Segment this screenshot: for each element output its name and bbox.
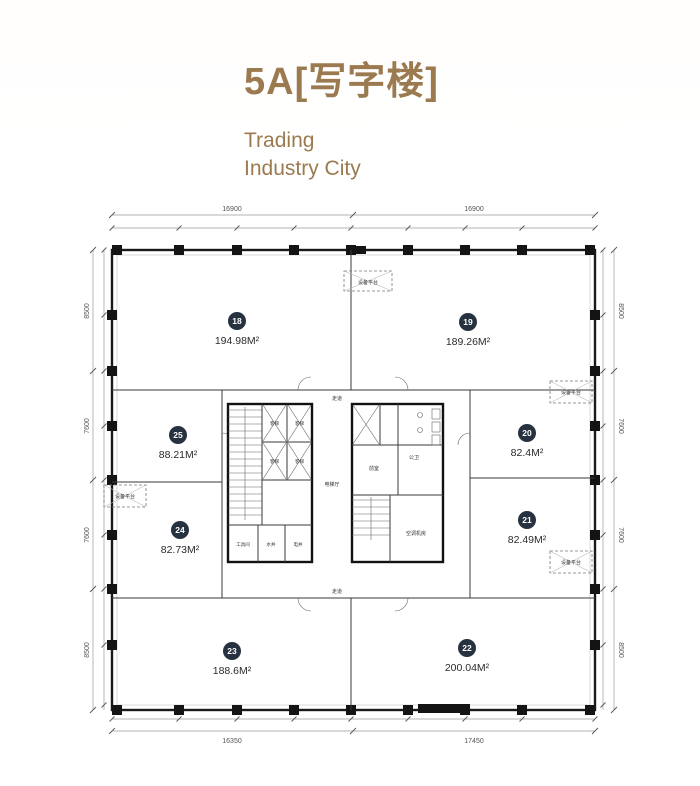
svg-text:设备平台: 设备平台 — [561, 389, 581, 396]
unit-25-number: 25 — [173, 430, 183, 440]
unit-23-number: 23 — [227, 646, 237, 656]
svg-text:设备平台: 设备平台 — [358, 279, 378, 286]
unit-25: 25 88.21M² — [159, 426, 198, 461]
dimension-lines: 16900 16900 16350 17450 — [84, 206, 624, 745]
unit-22-area: 200.04M² — [445, 662, 490, 674]
svg-text:设备平台: 设备平台 — [115, 493, 135, 500]
title-block: 5A[写字楼] Trading Industry City — [244, 50, 439, 184]
fire-elevator-cross — [352, 404, 380, 445]
dim-right-2: 7600 — [617, 418, 624, 434]
unit-18-number: 18 — [232, 316, 242, 326]
equipment-platforms: 设备平台 设备平台 设备平台 设备平台 — [103, 270, 593, 574]
unit-21: 21 82.49M² — [508, 511, 547, 546]
page-title: 5A[写字楼] — [244, 61, 439, 103]
unit-22-number: 22 — [462, 643, 472, 653]
dim-left-4: 8500 — [84, 642, 91, 658]
bottom-bay-ticks — [109, 716, 598, 722]
dim-top-right: 16900 — [464, 206, 484, 213]
unit-20-area: 82.4M² — [511, 447, 544, 459]
elevator-hall-label: 电梯厅 — [324, 481, 339, 488]
interior-walls — [112, 250, 595, 710]
unit-19: 19 189.26M² — [446, 313, 491, 348]
unit-badges: 18 194.98M² 19 189.26M² 20 82.4M² 21 82.… — [159, 312, 547, 677]
right-bay-ticks — [600, 247, 606, 708]
unit-19-number: 19 — [463, 317, 473, 327]
unit-20: 20 82.4M² — [511, 424, 544, 459]
subtitle-line-2: Industry City — [244, 157, 361, 181]
unit-23: 23 188.6M² — [213, 642, 252, 677]
unit-18: 18 194.98M² — [215, 312, 260, 347]
dim-left-3: 7600 — [84, 527, 91, 543]
dim-left-1: 8500 — [84, 303, 91, 319]
right-tower-partitions — [352, 404, 443, 562]
equipment-platform-top: 设备平台 — [343, 270, 393, 292]
equipment-platform-right-upper: 设备平台 — [549, 380, 593, 404]
unit-18-area: 194.98M² — [215, 335, 260, 347]
toilet-fixtures — [417, 408, 441, 446]
top-wall-solid-segment — [346, 246, 366, 254]
unit-24-number: 24 — [175, 525, 185, 535]
unit-22: 22 200.04M² — [445, 639, 490, 674]
tool-room-label: 工具间 — [236, 541, 250, 548]
floor-plan: 16900 16900 16350 17450 — [84, 206, 624, 745]
subtitle-line-1: Trading — [244, 129, 315, 152]
unit-20-number: 20 — [522, 428, 532, 438]
bottom-wall-solid-segment — [418, 704, 470, 713]
unit-19-area: 189.26M² — [446, 336, 491, 348]
elevator-label-4: 客梯 — [295, 458, 304, 465]
elevator-label-1: 客梯 — [270, 420, 279, 427]
unit-24: 24 82.73M² — [161, 521, 200, 556]
equipment-platform-left: 设备平台 — [103, 484, 147, 508]
elevator-cross-marks — [262, 404, 312, 480]
elevator-label-3: 客梯 — [270, 458, 279, 465]
unit-23-area: 188.6M² — [213, 665, 252, 677]
ac-room-label: 空调机房 — [406, 530, 426, 537]
left-bay-ticks — [101, 247, 107, 708]
dim-right-4: 8500 — [617, 642, 624, 658]
dim-right-3: 7600 — [617, 527, 624, 543]
dim-bottom-left: 16350 — [222, 738, 242, 745]
top-bay-ticks — [109, 225, 598, 231]
equipment-platform-right-lower: 设备平台 — [549, 550, 593, 574]
unit-21-number: 21 — [522, 515, 532, 525]
toilet-label: 公卫 — [409, 455, 419, 461]
svg-text:设备平台: 设备平台 — [561, 559, 581, 566]
left-tower-stairs — [228, 407, 262, 520]
dim-bottom-right: 17450 — [464, 738, 484, 745]
dim-top-left: 16900 — [222, 206, 242, 213]
dim-right-1: 8500 — [617, 303, 624, 319]
water-shaft-label: 水井 — [267, 541, 276, 548]
electric-shaft-label: 电井 — [294, 541, 303, 548]
corridor-label-bottom: 走道 — [332, 588, 342, 595]
corridor-label-top: 走道 — [332, 395, 342, 402]
unit-25-area: 88.21M² — [159, 449, 198, 461]
right-tower-stairs — [352, 497, 390, 540]
unit-21-area: 82.49M² — [508, 534, 547, 546]
left-tower-elevator-cells — [228, 404, 312, 562]
core: 客梯 客梯 客梯 客梯 工具间 水井 电井 电梯厅 — [226, 402, 445, 564]
unit-24-area: 82.73M² — [161, 544, 200, 556]
dim-left-2: 7600 — [84, 418, 91, 434]
elevator-label-2: 客梯 — [295, 420, 304, 427]
front-room-label: 前室 — [369, 465, 379, 472]
